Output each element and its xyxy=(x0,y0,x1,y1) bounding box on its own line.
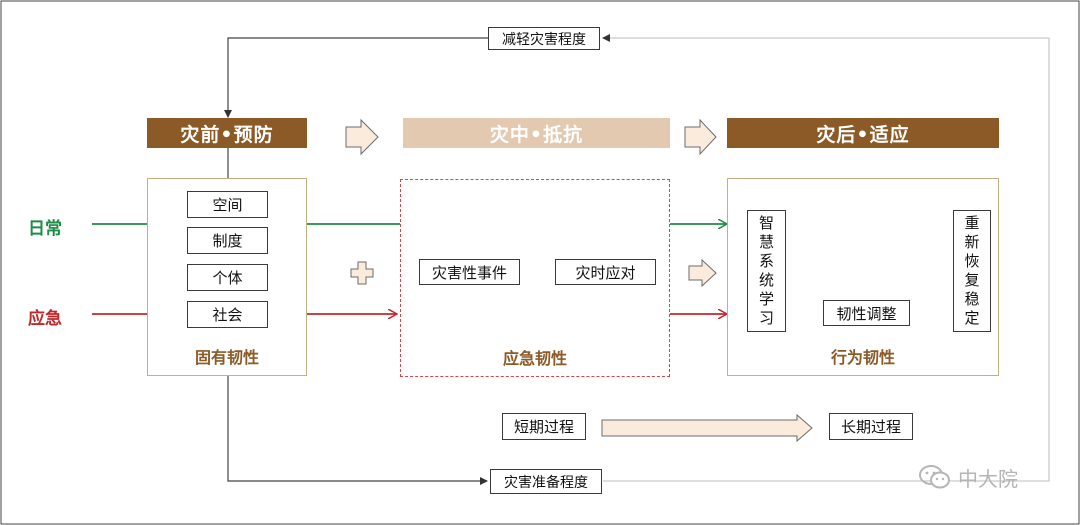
bottom-feedback-left-line xyxy=(227,376,488,485)
disaster-preparedness-label: 灾害准备程度 xyxy=(490,469,602,494)
phase-arrow-icon xyxy=(345,118,379,156)
flow-arrow-icon xyxy=(688,258,717,288)
phase-after-header: 灾后•适应 xyxy=(727,118,999,148)
timeline-arrow-icon xyxy=(601,413,813,443)
plus-icon xyxy=(350,261,374,285)
watermark-text: 中大院 xyxy=(958,466,1018,491)
item-institution: 制度 xyxy=(187,227,268,254)
resilience-adjustment-box: 韧性调整 xyxy=(823,300,910,326)
top-feedback-left-line xyxy=(224,37,488,118)
emergency-label: 应急 xyxy=(28,309,62,329)
short-term-process-label: 短期过程 xyxy=(502,413,586,440)
inherent-resilience-title: 固有韧性 xyxy=(194,348,259,367)
smart-system-learning-box: 智 慧 系 统 学 习 xyxy=(747,210,786,332)
top-feedback-right-line xyxy=(602,34,1050,450)
phase-during-header: 灾中•抵抗 xyxy=(403,118,670,148)
reduce-disaster-degree-label: 减轻灾害程度 xyxy=(488,27,600,50)
normal-label: 日常 xyxy=(28,219,62,239)
item-individual: 个体 xyxy=(187,264,268,291)
disaster-response-box: 灾时应对 xyxy=(555,259,656,285)
bottom-feedback-right-line xyxy=(603,450,1050,482)
watermark: 中大院 xyxy=(918,462,1018,492)
item-society: 社会 xyxy=(187,301,268,328)
disaster-event-box: 灾害性事件 xyxy=(419,259,520,285)
emergency-resilience-title: 应急韧性 xyxy=(502,349,567,368)
phase-arrow-icon xyxy=(684,118,717,156)
wechat-icon xyxy=(919,465,950,489)
behavioral-resilience-title: 行为韧性 xyxy=(830,348,895,367)
restore-stability-box: 重 新 恢 复 稳 定 xyxy=(953,210,991,332)
item-space: 空间 xyxy=(187,191,268,218)
phase-before-header: 灾前•预防 xyxy=(147,118,307,148)
long-term-process-label: 长期过程 xyxy=(829,413,913,440)
